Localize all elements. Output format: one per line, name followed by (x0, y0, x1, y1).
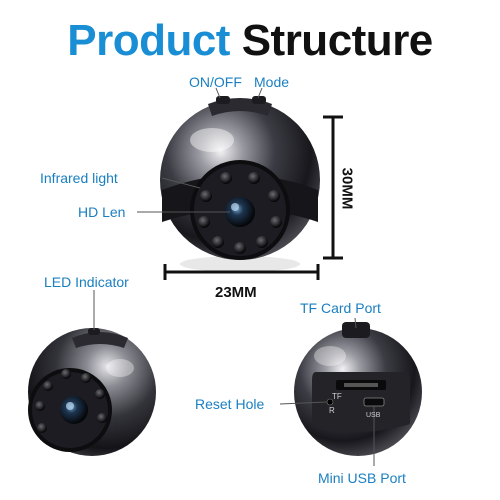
label-on-off: ON/OFF (189, 74, 242, 90)
dimension-width-label: 23MM (215, 284, 257, 301)
main-camera-sphere (160, 96, 320, 272)
back-view-sphere (294, 322, 422, 456)
label-reset-hole: Reset Hole (195, 396, 265, 412)
height-dimension-line (323, 115, 343, 260)
usb-marking: USB (366, 412, 381, 419)
title-word-structure: Structure (241, 16, 434, 65)
reset-marking: R (329, 406, 335, 415)
title-word-product: Product (67, 16, 230, 65)
back-callout-lines (279, 317, 375, 466)
infrared-leds (198, 172, 282, 254)
tf-marking: TF (332, 392, 342, 401)
front-view-sphere (28, 328, 156, 456)
page-title: Product Structure (0, 16, 500, 66)
led-indicator (88, 328, 100, 335)
label-led-indicator: LED Indicator (44, 274, 129, 290)
label-hd-len: HD Len (78, 204, 126, 220)
dimension-height-label: 30MM (338, 167, 356, 210)
label-mini-usb-port: Mini USB Port (318, 470, 406, 486)
on-off-button (216, 96, 230, 104)
main-callout-lines (137, 87, 263, 213)
width-dimension-line (163, 264, 320, 280)
label-infrared-light: Infrared light (40, 170, 118, 186)
mini-usb-port (363, 397, 385, 407)
label-mode: Mode (254, 74, 290, 90)
label-tf-card-port: TF Card Port (300, 300, 381, 316)
mode-button (252, 96, 266, 104)
